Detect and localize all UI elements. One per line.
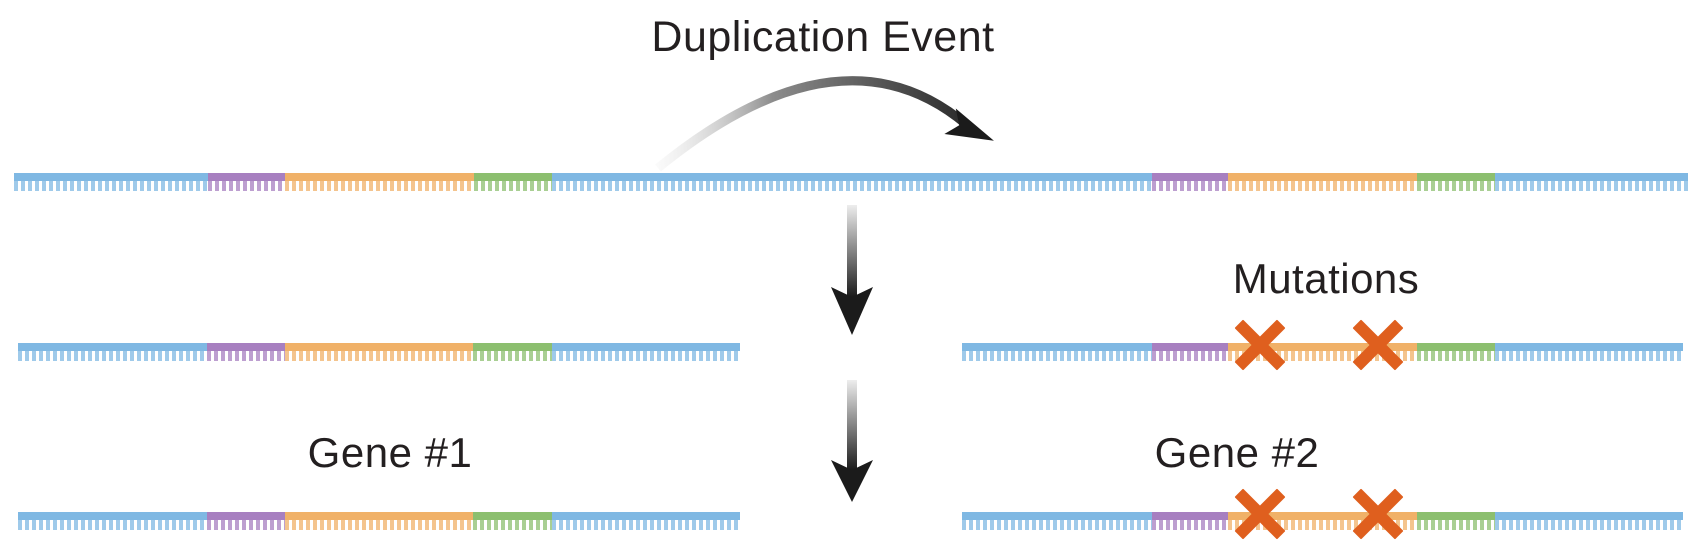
gene-segment-orange <box>1228 173 1417 191</box>
gene-1-label: Gene #1 <box>307 429 473 476</box>
gene-segment-purple <box>1152 512 1228 530</box>
gene-segment-purple <box>207 512 285 530</box>
gene-segment-blue <box>1495 343 1683 361</box>
gene-segment-purple <box>208 173 285 191</box>
gene-segment-orange <box>285 173 474 191</box>
mutation-x-icon <box>1352 488 1404 540</box>
dna-strand-gene-1-final <box>18 512 740 530</box>
gene-segment-orange <box>285 343 473 361</box>
gene-segment-blue <box>18 343 207 361</box>
gene-segment-blue <box>552 343 740 361</box>
page-title: Duplication Event <box>651 13 995 61</box>
dna-strand-gene-2-final <box>962 512 1683 530</box>
gene-segment-green <box>1417 173 1495 191</box>
gene-segment-purple <box>1152 343 1228 361</box>
mutation-x-icon <box>1234 319 1286 371</box>
duplication-curved-arrow-icon <box>655 76 994 172</box>
mutation-x-icon <box>1352 319 1404 371</box>
gene-segment-purple <box>207 343 285 361</box>
gene-segment-blue <box>552 173 1152 191</box>
gene-segment-green <box>473 512 552 530</box>
dna-strand-chromosome-original <box>14 173 1688 191</box>
gene-segment-blue <box>962 343 1152 361</box>
mutations-label: Mutations <box>1232 255 1420 302</box>
mutation-x-icon <box>1234 488 1286 540</box>
gene-segment-blue <box>1495 512 1683 530</box>
gene-segment-green <box>1417 512 1495 530</box>
gene-segment-green <box>473 343 552 361</box>
gene-segment-orange <box>285 512 473 530</box>
gene-segment-green <box>474 173 552 191</box>
gene-2-label: Gene #2 <box>1154 429 1320 476</box>
gene-segment-green <box>1417 343 1495 361</box>
gene-segment-blue <box>18 512 207 530</box>
dna-strand-gene-copy-1 <box>18 343 740 361</box>
down-arrow-2-icon <box>831 380 873 502</box>
gene-segment-purple <box>1152 173 1228 191</box>
gene-segment-blue <box>552 512 740 530</box>
gene-segment-blue <box>14 173 208 191</box>
gene-segment-blue <box>962 512 1152 530</box>
down-arrow-1-icon <box>831 205 873 335</box>
gene-segment-blue <box>1495 173 1688 191</box>
dna-strand-gene-copy-2-mutated <box>962 343 1683 361</box>
